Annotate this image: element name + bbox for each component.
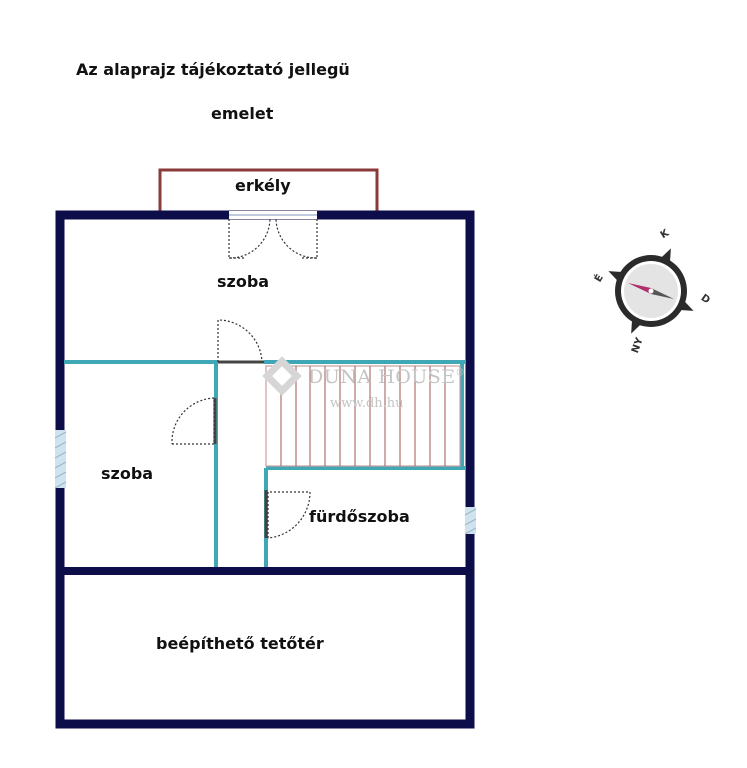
watermark-registered: ® [455,368,466,379]
room-label-left-room: szoba [101,464,154,483]
balcony-outline [158,168,379,214]
window-left [55,430,66,488]
plan-title: Az alaprajz tájékoztató jellegü [76,60,350,79]
staircase [265,365,461,467]
watermark-logo-icon [262,356,302,396]
balcony-door-swing [228,218,318,259]
room-label-attic: beépíthető tetőtér [156,634,324,653]
room-label-balcony: erkély [235,176,291,195]
floor-label: emelet [211,104,274,123]
door-swings [171,319,311,539]
room-label-top-room: szoba [217,272,270,291]
watermark-brand-text: DUNA HOUSE [308,366,456,388]
watermark-brand: DUNA HOUSE® [308,366,465,388]
watermark-url: www.dh.hu [330,396,404,411]
compass-icon [608,248,694,334]
inner-walls [64,360,466,567]
window-right [465,507,476,534]
room-label-bathroom: fürdőszoba [309,507,410,526]
